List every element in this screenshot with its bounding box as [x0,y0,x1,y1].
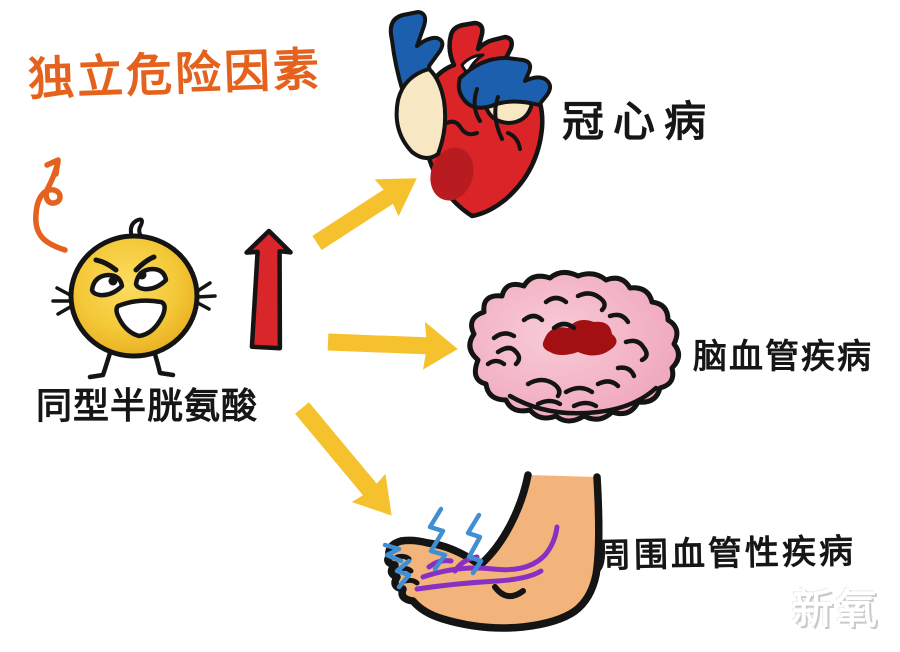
ischemic-patch [430,147,474,201]
heart-illustration [388,10,552,219]
left-leg [87,350,113,380]
risk-factor-title: 独立危险因素 [27,41,323,107]
arrow-to-brain-icon [327,321,458,370]
increase-arrow-icon [244,228,293,351]
arrow-to-heart-icon [312,178,417,251]
temporal-lobe-line [507,385,659,416]
brain-wrinkles [485,291,649,409]
open-mouth [114,298,167,339]
peripheral-vascular-disease-label: 周围血管性疾病 [596,531,857,577]
ankle-arc [492,584,526,600]
left-atrium [394,67,448,160]
foot-illustration [382,471,603,632]
curly-arrow-icon [33,157,68,253]
pulmonary-vessel [456,55,552,110]
brain-illustration [467,270,681,424]
homocysteine-label: 同型半胱氨酸 [36,386,259,427]
foot-outline [384,471,603,632]
hair-sprout [128,217,144,240]
clot-blob [542,320,617,356]
character-body [68,233,200,359]
watermark-logo: 新氧 [792,585,880,633]
character-face [89,254,169,339]
homocysteine-character [51,217,217,380]
coronary-lines [443,87,522,151]
coronary-heart-disease-label: 冠心病 [562,97,716,146]
arrow-to-foot-icon [295,402,392,516]
pain-zigzags [382,506,484,590]
varicose-veins [414,524,560,592]
cerebrovascular-disease-label: 脑血管疾病 [693,337,873,377]
